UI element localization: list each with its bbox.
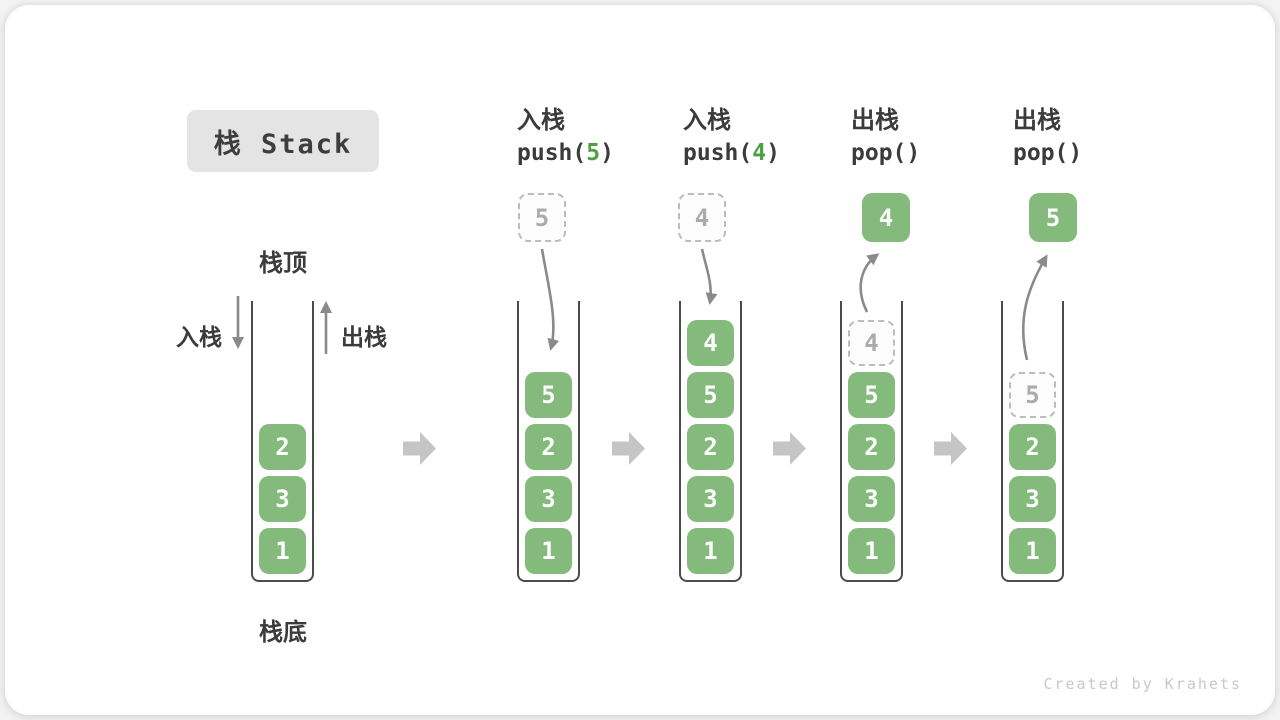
step-arrow-icon: [934, 432, 967, 465]
op-code: push(4): [683, 140, 780, 166]
stack-cell: 3: [525, 476, 572, 522]
stack-container-initial: 2 3 1: [251, 301, 314, 582]
stack-cell: 2: [687, 424, 734, 470]
op-code-arg: 5: [586, 140, 601, 166]
stack-cell-removed: 4: [848, 320, 895, 366]
title-badge: 栈 Stack: [187, 110, 379, 172]
stack-container-pop-4: 4 5 2 3 1: [840, 301, 903, 582]
stack-cell: 2: [259, 424, 306, 470]
stack-cell: 2: [1009, 424, 1056, 470]
stack-container-pop-5: 5 2 3 1: [1001, 301, 1064, 582]
step-arrow-icon: [403, 432, 436, 465]
op-code: push(5): [517, 140, 614, 166]
stack-cell-removed: 5: [1009, 372, 1056, 418]
stack-cell: 3: [259, 476, 306, 522]
op-label: 出栈: [851, 106, 899, 134]
stack-cell: 2: [848, 424, 895, 470]
stack-cell: 1: [525, 528, 572, 574]
floating-element-push-5: 5: [518, 193, 566, 242]
stack-container-push-5: 5 2 3 1: [517, 301, 580, 582]
op-code: pop(): [851, 140, 921, 166]
op-label: 入栈: [517, 106, 565, 134]
floating-element-popped-5: 5: [1029, 193, 1077, 242]
pop-side-label: 出栈: [341, 325, 387, 351]
op-code: pop(): [1013, 140, 1083, 166]
stack-cell: 4: [687, 320, 734, 366]
op-header-pop-5: 出栈 pop(): [1013, 105, 1173, 171]
push-side-label: 入栈: [176, 325, 222, 351]
stack-cell: 3: [848, 476, 895, 522]
op-label: 出栈: [1013, 106, 1061, 134]
stack-cell: 1: [687, 528, 734, 574]
op-header-pop-4: 出栈 pop(): [851, 105, 1011, 171]
stack-cell: 2: [525, 424, 572, 470]
stack-cell: 1: [848, 528, 895, 574]
floating-element-popped-4: 4: [862, 193, 910, 242]
stack-cell: 1: [259, 528, 306, 574]
stack-cell: 3: [1009, 476, 1056, 522]
floating-element-push-4: 4: [678, 193, 726, 242]
op-header-push-4: 入栈 push(4): [683, 105, 843, 171]
stack-bottom-label: 栈底: [259, 618, 307, 646]
stack-cell: 5: [848, 372, 895, 418]
stack-cell: 3: [687, 476, 734, 522]
op-label: 入栈: [683, 106, 731, 134]
step-arrow-icon: [612, 432, 645, 465]
stack-top-label: 栈顶: [259, 249, 307, 277]
stack-cell: 1: [1009, 528, 1056, 574]
stack-cell: 5: [525, 372, 572, 418]
op-header-push-5: 入栈 push(5): [517, 105, 677, 171]
watermark: Created by Krahets: [1043, 675, 1242, 693]
stack-container-push-4: 4 5 2 3 1: [679, 301, 742, 582]
push-motion-arrow-icon: [700, 248, 718, 305]
op-code-arg: 4: [752, 140, 767, 166]
stack-cell: 5: [687, 372, 734, 418]
step-arrow-icon: [773, 432, 806, 465]
